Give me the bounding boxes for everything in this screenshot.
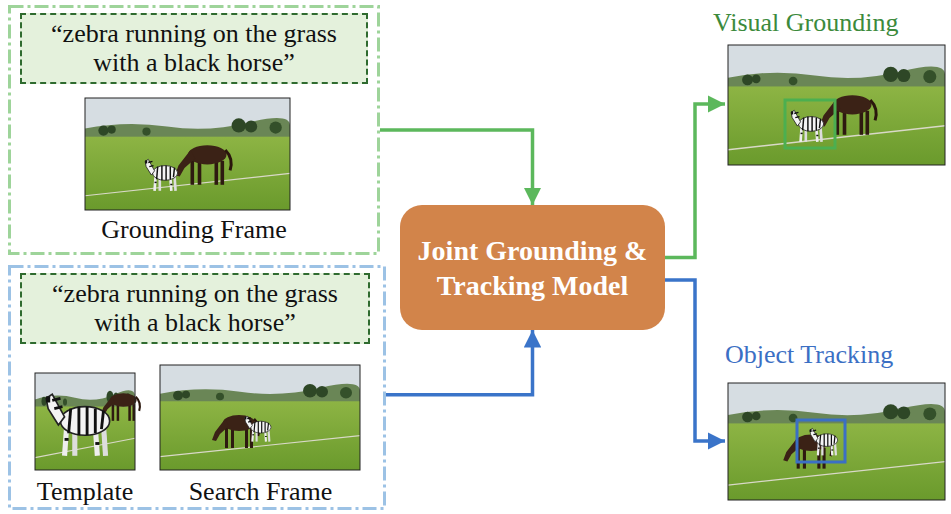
flow-arrow bbox=[665, 104, 725, 258]
text-query-box: “zebra running on the grass with a black… bbox=[20, 273, 370, 344]
image-label: Template bbox=[18, 477, 152, 507]
query-text: “zebra running on the grass with a black… bbox=[30, 20, 358, 77]
output-panel: Object Tracking bbox=[725, 340, 947, 503]
output-title: Object Tracking bbox=[725, 340, 893, 370]
model-box: Joint Grounding & Tracking Model bbox=[400, 205, 665, 330]
input-group: Grounding Frame “zebra running on the gra… bbox=[8, 5, 380, 255]
flow-arrow bbox=[380, 130, 533, 205]
input-group: TemplateSearch Frame “zebra running on th… bbox=[8, 265, 386, 510]
flow-arrow bbox=[386, 330, 533, 395]
output-title: Visual Grounding bbox=[713, 8, 898, 38]
output-panel: Visual Grounding bbox=[725, 8, 947, 168]
model-label: Joint Grounding & Tracking Model bbox=[412, 233, 653, 303]
text-query-box: “zebra running on the grass with a black… bbox=[20, 13, 368, 84]
flow-arrow bbox=[665, 280, 725, 441]
image-label: Search Frame bbox=[158, 477, 363, 507]
group-label: Grounding Frame bbox=[8, 215, 380, 245]
query-text: “zebra running on the grass with a black… bbox=[30, 280, 360, 337]
